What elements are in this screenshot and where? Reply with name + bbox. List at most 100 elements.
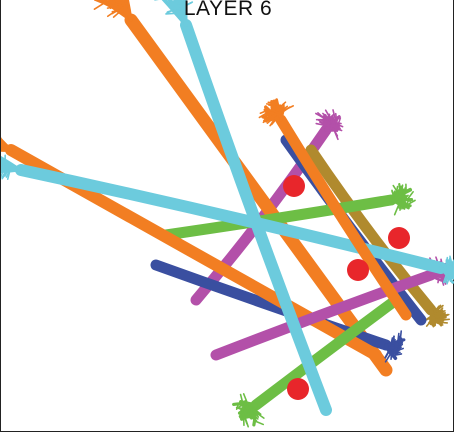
orange-neuron-top <box>258 98 412 321</box>
cyan-neuron-vertical-branch <box>170 0 181 5</box>
purple-neuron-diagonal-branch <box>317 119 329 127</box>
orange-neuron-left-dendrite <box>1 137 13 152</box>
olive-neuron-branch <box>429 318 439 324</box>
soma-dot <box>347 259 369 281</box>
cyan-neuron-horizontal <box>1 154 454 285</box>
green-neuron-lower <box>232 294 402 428</box>
green-neuron-lower-branch <box>240 404 246 415</box>
orange-neuron-long-trunk <box>124 13 393 377</box>
cyan-neuron-horizontal-branch <box>448 272 454 277</box>
orange-neuron-long-dendrite <box>126 0 133 22</box>
orange-neuron-top-branch <box>259 108 270 115</box>
purple-neuron-lower-branch <box>434 273 440 278</box>
purple-neuron-lower-branch <box>437 277 440 284</box>
cyan-neuron-horizontal-branch <box>5 168 11 178</box>
green-neuron-upper <box>160 183 416 241</box>
green-neuron-lower-branch <box>238 401 245 409</box>
cyan-neuron-vertical-branch <box>173 2 184 9</box>
cyan-neuron-vertical <box>154 0 332 416</box>
navy-neuron-lower-branch <box>384 349 390 359</box>
orange-neuron-top-branch <box>258 111 270 119</box>
orange-neuron-top-branch <box>265 103 277 107</box>
orange-neuron-top-branch <box>278 105 284 109</box>
olive-neuron-branch <box>433 304 444 313</box>
navy-neuron-lower-branch <box>390 347 398 353</box>
orange-neuron-top-branch <box>275 105 281 110</box>
olive-neuron <box>305 144 450 328</box>
orange-neuron-long-branch <box>109 0 111 6</box>
cyan-neuron-horizontal-branch <box>444 269 454 274</box>
cyan-neuron-horizontal-branch <box>445 267 454 273</box>
orange-neuron-top-branch <box>269 116 280 121</box>
purple-neuron-diagonal-branch <box>332 117 336 128</box>
cyan-neuron-horizontal-dendrite <box>1 157 23 172</box>
cyan-neuron-horizontal-branch <box>1 167 5 178</box>
green-neuron-upper-branch <box>400 194 409 203</box>
orange-neuron-long-branch <box>93 2 104 10</box>
cyan-neuron-horizontal-trunk <box>15 164 447 274</box>
orange-neuron-top-branch <box>262 116 268 122</box>
green-neuron-lower-branch <box>235 403 240 410</box>
orange-neuron-top-branch <box>265 114 277 123</box>
cyan-neuron-vertical-dendrite <box>183 0 188 27</box>
orange-neuron-long-branch <box>99 0 108 3</box>
purple-neuron-lower-dendrite <box>429 273 446 283</box>
cyan-neuron-vertical-trunk <box>180 19 332 416</box>
green-neuron-upper-branch <box>399 185 403 199</box>
navy-neuron-lower-branch <box>392 353 403 357</box>
cyan-neuron-vertical-branch <box>184 1 194 7</box>
olive-neuron-branch <box>430 313 440 319</box>
cyan-neuron-horizontal-branch <box>444 275 449 283</box>
green-neuron-lower-branch <box>244 403 252 415</box>
cyan-neuron-vertical-branch <box>174 9 187 14</box>
soma-dot <box>388 227 410 249</box>
cyan-neuron-horizontal-branch <box>1 163 6 171</box>
green-neuron-lower-branch <box>242 393 249 405</box>
cyan-neuron-horizontal-branch <box>1 160 4 164</box>
green-neuron-upper-dendrite <box>389 198 406 210</box>
purple-neuron-diagonal-branch <box>329 120 335 131</box>
green-neuron-lower-branch <box>242 404 249 415</box>
orange-neuron-top-branch <box>267 101 279 105</box>
cyan-neuron-vertical-branch <box>169 5 183 10</box>
orange-neuron-long-branch <box>119 1 129 5</box>
purple-neuron-diagonal-branch <box>335 115 339 129</box>
olive-neuron-branch <box>438 321 449 324</box>
purple-neuron-lower-trunk <box>210 269 437 361</box>
purple-neuron-diagonal-branch <box>332 128 339 141</box>
orange-neuron-long <box>93 0 393 377</box>
orange-neuron-long-branch <box>106 5 118 9</box>
orange-neuron-long-branch <box>117 9 125 14</box>
somata <box>283 175 410 400</box>
orange-neuron-top-branch <box>272 109 283 116</box>
green-neuron-lower-branch <box>248 412 254 420</box>
orange-neuron-long-branch <box>107 0 111 5</box>
green-neuron-lower-trunk <box>250 294 402 411</box>
olive-neuron-branch <box>438 307 444 313</box>
layer-title: LAYER 6 <box>183 0 273 20</box>
orange-neuron-long-branch <box>115 7 125 13</box>
cyan-neuron-horizontal-branch <box>1 160 7 167</box>
green-neuron-upper-branch <box>406 190 414 201</box>
cyan-neuron-horizontal-branch <box>1 164 8 171</box>
orange-neuron-long-branch <box>118 4 126 7</box>
orange-neuron-long-branch <box>112 12 120 18</box>
soma-dot <box>283 175 305 197</box>
cyan-neuron-horizontal-branch <box>443 265 454 273</box>
purple-neuron-diagonal-branch <box>334 112 338 121</box>
green-neuron-upper-trunk <box>160 194 397 241</box>
green-neuron-upper-branch <box>400 203 408 208</box>
green-neuron-upper-branch <box>394 198 402 204</box>
olive-neuron-branch <box>433 318 445 321</box>
purple-neuron-diagonal-branch <box>335 117 342 130</box>
orange-neuron-top-branch <box>271 106 283 111</box>
cyan-neuron-horizontal-branch <box>4 168 9 177</box>
olive-neuron-trunk <box>305 144 437 316</box>
navy-neuron-lower-branch <box>387 346 395 349</box>
orange-neuron-top-branch <box>281 105 294 112</box>
orange-neuron-top-branch <box>262 115 273 124</box>
green-neuron-upper-branch <box>393 204 400 216</box>
soma-dot <box>287 378 309 400</box>
